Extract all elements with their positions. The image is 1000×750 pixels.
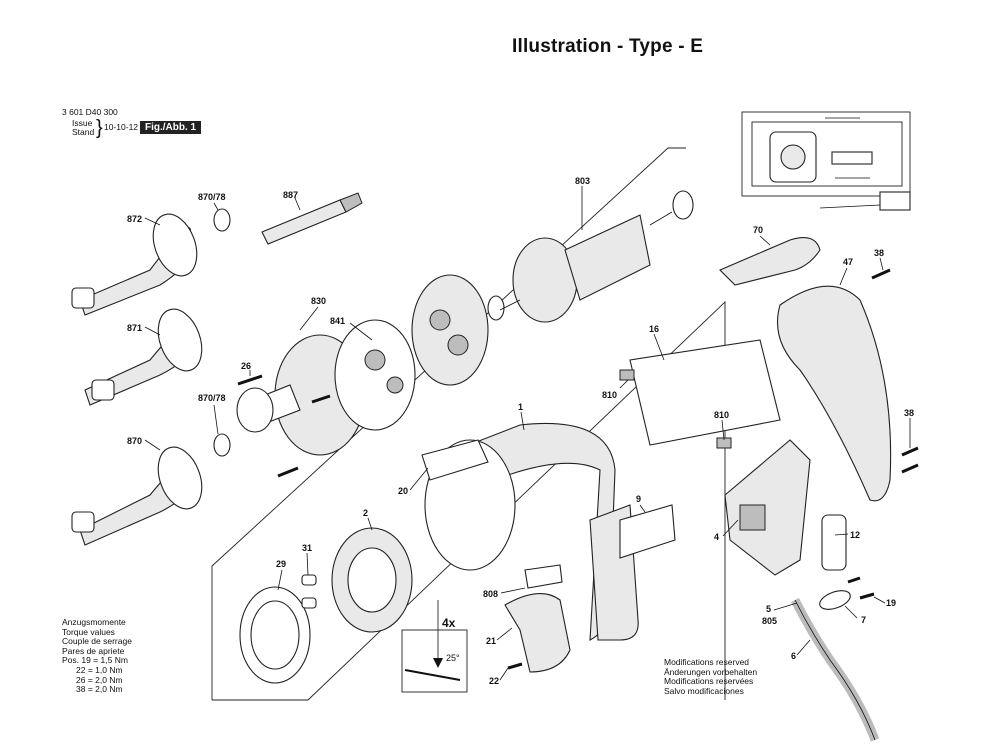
issue-date: 10-10-12 [104,122,139,132]
torque-heading-fr: Couple de serrage [62,636,132,647]
part-number: 3 601 D40 300 [62,107,118,117]
label-870-78-bottom: 870/78 [198,393,226,403]
label-4: 4 [714,532,719,542]
label-871: 871 [127,323,142,333]
label-810-left: 810 [602,390,617,400]
brush-holder-16 [619,339,781,449]
switch-cover-70 [719,237,821,286]
switch-4 [724,439,811,576]
mods-de: Änderungen vorbehalten [664,666,758,677]
bearing-plate [411,274,489,386]
pin-31a [301,574,317,586]
torque-values-block: Anzugsmomente Torque values Couple de se… [62,617,132,695]
label-870: 870 [127,436,142,446]
plate-808 [524,564,563,589]
nose-piece-870 [71,446,203,546]
fan-guide-29 [239,586,311,684]
mods-en: Modifications reserved [664,657,750,667]
torque-value-22: 22 = 1,0 Nm [76,664,123,675]
assembly-frame-right [212,300,726,701]
capacitor-12 [821,514,847,571]
ring-870-78-top [213,208,231,232]
label-29: 29 [276,559,286,569]
angle-value: 25° [446,653,460,663]
label-5: 5 [766,604,771,614]
label-870-78-top: 870/78 [198,192,226,202]
label-16: 16 [649,324,659,334]
label-20: 20 [398,486,408,496]
wiring-schematic [741,111,911,211]
screws [237,268,919,670]
label-841: 841 [330,316,345,326]
label-808: 808 [483,589,498,599]
label-872: 872 [127,214,142,224]
label-20 [421,439,489,481]
angle-inset [401,600,468,693]
stand-label: Stand [72,127,95,137]
label-22: 22 [489,676,499,686]
torque-value-19: Pos. 19 = 1,5 Nm [62,655,128,666]
armature-803 [487,190,694,323]
nose-piece-872 [71,213,198,316]
label-21: 21 [486,636,496,646]
label-830: 830 [311,296,326,306]
label-803: 803 [575,176,590,186]
torque-value-38: 38 = 2,0 Nm [76,684,123,695]
label-810-right: 810 [714,410,729,420]
label-1: 1 [518,402,523,412]
label-47: 47 [843,257,853,267]
nose-piece-871 [84,308,203,406]
torque-value-26: 26 = 2,0 Nm [76,674,123,685]
label-19: 19 [886,598,896,608]
figure-badge: Fig./Abb. 1 [140,121,202,134]
label-38-bottom: 38 [904,408,914,418]
label-2: 2 [363,508,368,518]
angle-count: 4x [442,616,456,630]
modifications-notice: Modifications reserved Änderungen vorbeh… [664,657,758,696]
cover-9 [619,504,676,559]
diagram-title: Illustration - Type - E [512,36,704,57]
leader-lines [144,186,911,681]
pin-31b [301,597,317,609]
handle-half-47 [776,285,892,502]
ring-870-78-bottom [213,433,231,457]
label-12: 12 [850,530,860,540]
field-coil-2 [331,527,413,633]
label-7: 7 [861,615,866,625]
clamp-7 [819,590,851,610]
torque-heading-es: Pares de apriete [62,645,125,656]
torque-heading-de: Anzugsmomente [62,617,126,627]
brace-glyph: } [96,117,103,139]
cable-guard-21 [504,593,571,673]
label-26: 26 [241,361,251,371]
issue-label: Issue [72,118,93,128]
bit-holder-887 [261,192,363,245]
label-9: 9 [636,494,641,504]
label-6: 6 [791,651,796,661]
label-887: 887 [283,190,298,200]
label-70: 70 [753,225,763,235]
seal-841 [334,319,416,431]
label-805: 805 [762,616,777,626]
torque-heading-en: Torque values [62,626,115,637]
label-31: 31 [302,543,312,553]
mods-es: Salvo modificaciones [664,685,744,696]
mods-fr: Modifications reservées [664,676,754,687]
label-38-top: 38 [874,248,884,258]
